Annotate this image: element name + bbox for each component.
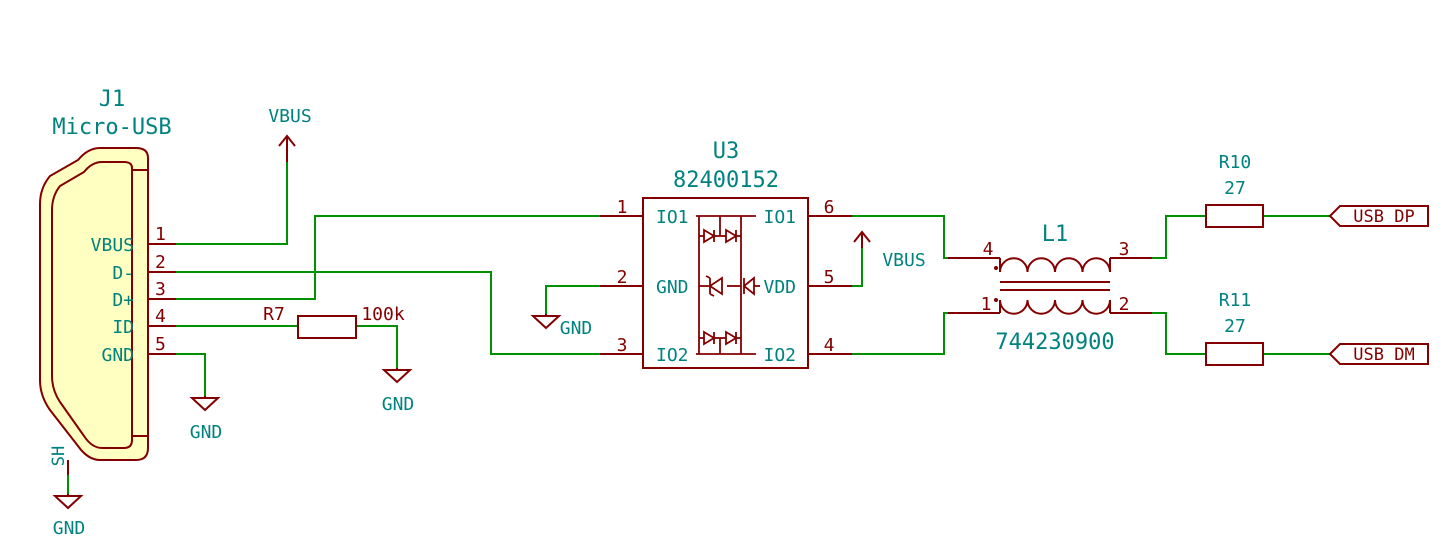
wire-l1-r11: [1151, 312, 1207, 355]
u3-pin-number: 1: [617, 197, 628, 218]
wire-r7-gnd: [355, 325, 398, 369]
ic-u3: U3 82400152 1 2 3 IO1 GND IO2 6 5 4 IO1 …: [600, 139, 852, 369]
u3-pin-name: IO2: [763, 345, 796, 366]
u3-pin-name: IO1: [763, 207, 796, 228]
l1-coil-bottom: [999, 299, 1111, 315]
u3-pin-name: IO2: [656, 345, 689, 366]
j1-pin-number: 2: [155, 252, 166, 273]
j1-pin-number: 1: [155, 224, 166, 245]
net-label-usb-dm: USB_DM: [1328, 343, 1429, 365]
l1-pin-number: 3: [1119, 239, 1130, 260]
wire-j1-gnd: [175, 353, 206, 397]
ground-u3: GND: [530, 314, 593, 339]
j1-pin-name: VBUS: [91, 235, 134, 256]
r10-body: [1205, 204, 1264, 228]
vbus-label: VBUS: [268, 106, 311, 127]
l1-pin-number: 1: [981, 294, 992, 315]
u3-body: [642, 197, 809, 369]
wire-vbus: [175, 161, 288, 245]
u3-pin-number: 2: [617, 267, 628, 288]
j1-pin-name: D-: [112, 263, 134, 284]
j1-pin-name: ID: [112, 317, 134, 338]
u3-pin-name: IO1: [656, 207, 689, 228]
u3-pin-number: 6: [824, 197, 835, 218]
power-vbus-u3: VBUS: [853, 230, 926, 271]
wire-io1-l1: [851, 215, 949, 259]
j1-inner-outline: [51, 161, 133, 449]
usb-dp-label: USB_DP: [1353, 207, 1414, 227]
j1-pin-name: GND: [101, 345, 134, 366]
r11-value: 27: [1224, 316, 1246, 337]
j1-body: [39, 147, 149, 461]
j1-pin-4: ID 4: [112, 306, 176, 338]
u3-pin-number: 4: [824, 335, 835, 356]
j1-pin-3: D+ 3: [112, 279, 176, 311]
u3-pin-number: 3: [617, 335, 628, 356]
u3-pin-name: GND: [656, 277, 689, 298]
u3-pin-number: 5: [824, 267, 835, 288]
r7-ref: R7: [263, 304, 285, 325]
j1-value: Micro-USB: [52, 115, 171, 140]
resistor-r7: R7 100k: [263, 304, 405, 339]
j1-ref: J1: [99, 87, 126, 112]
wire-dminus: [175, 271, 601, 355]
l1-value: 744230900: [995, 330, 1114, 355]
gnd-label: GND: [190, 422, 223, 443]
u3-value: 82400152: [673, 168, 779, 193]
j1-pin-number: 4: [155, 306, 166, 327]
net-label-usb-dp: USB_DP: [1328, 205, 1429, 227]
r10-ref: R10: [1219, 152, 1252, 173]
resistor-r11: R11 27: [1205, 290, 1264, 366]
r7-value: 100k: [361, 304, 405, 325]
usb-dm-label: USB_DM: [1353, 345, 1414, 365]
l1-dot-top: [994, 266, 998, 270]
j1-pin-5: GND 5: [101, 334, 176, 366]
ground-r7: GND: [381, 368, 415, 415]
resistor-r10: R10 27: [1205, 152, 1264, 228]
wire-u3-gnd: [545, 285, 601, 315]
l1-pin-number: 4: [983, 239, 994, 260]
vbus-label: VBUS: [882, 250, 925, 271]
j1-pin-2: D- 2: [112, 252, 176, 284]
r7-body: [297, 315, 357, 339]
u3-diode-network: [696, 215, 760, 355]
wire-dplus: [175, 215, 601, 300]
l1-pin-number: 2: [1119, 294, 1130, 315]
power-vbus-j1: VBUS: [268, 106, 312, 162]
wire-u3-vdd: [851, 247, 863, 287]
u3-ref: U3: [713, 139, 740, 164]
gnd-label: GND: [53, 518, 86, 539]
wires: [67, 161, 1331, 495]
r11-ref: R11: [1219, 290, 1252, 311]
l1-ref: L1: [1042, 222, 1069, 247]
ground-j1: GND: [189, 396, 223, 443]
j1-pin-1: VBUS 1: [91, 224, 176, 256]
r11-body: [1205, 342, 1264, 366]
wire-l1-r10: [1151, 215, 1207, 259]
ground-shield: GND: [52, 494, 86, 539]
j1-pin-number: 5: [155, 334, 166, 355]
j1-shield-label: SH: [49, 446, 69, 466]
j1-pin-name: D+: [112, 290, 134, 311]
inductor-l1: L1 744230900 4 3 1 2: [948, 222, 1152, 355]
connector-j1: J1 Micro-USB VBUS 1 D- 2 D+ 3 ID 4 G: [39, 87, 176, 475]
j1-pin-shield: SH: [49, 446, 69, 475]
l1-dot-bottom: [994, 298, 998, 302]
gnd-label: GND: [560, 318, 593, 339]
j1-pin-number: 3: [155, 279, 166, 300]
l1-coil-top: [999, 257, 1111, 273]
u3-pin-name: VDD: [763, 277, 796, 298]
r10-value: 27: [1224, 178, 1246, 199]
wire-io2-l1: [851, 312, 949, 355]
gnd-label: GND: [382, 394, 415, 415]
